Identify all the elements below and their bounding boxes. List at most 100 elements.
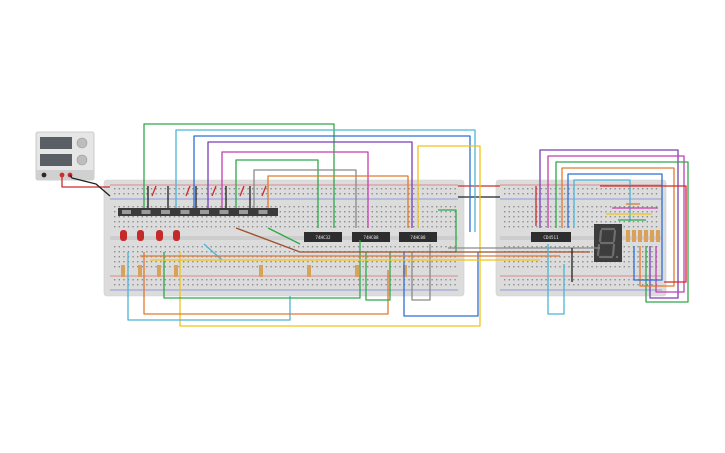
breadboard-hole[interactable] (600, 188, 602, 190)
breadboard-hole[interactable] (279, 279, 281, 281)
breadboard-hole[interactable] (334, 221, 337, 223)
breadboard-hole[interactable] (568, 211, 570, 213)
breadboard-hole[interactable] (160, 261, 162, 263)
breadboard-hole[interactable] (504, 246, 506, 248)
breadboard-hole[interactable] (408, 188, 410, 190)
breadboard-hole[interactable] (385, 256, 387, 258)
breadboard-hole[interactable] (321, 206, 323, 208)
breadboard-hole[interactable] (394, 226, 396, 228)
breadboard-hole[interactable] (628, 246, 630, 248)
breadboard-hole[interactable] (344, 211, 346, 213)
breadboard-hole[interactable] (150, 246, 153, 248)
breadboard-hole[interactable] (371, 256, 373, 258)
breadboard-hole[interactable] (206, 256, 208, 258)
breadboard-hole[interactable] (568, 261, 570, 263)
breadboard-hole[interactable] (600, 279, 602, 281)
breadboard-hole[interactable] (403, 193, 406, 195)
breadboard-hole[interactable] (238, 251, 240, 253)
breadboard-hole[interactable] (247, 188, 249, 190)
breadboard-hole[interactable] (422, 216, 424, 218)
breadboard-hole[interactable] (422, 256, 424, 258)
breadboard-hole[interactable] (155, 251, 157, 253)
breadboard-hole[interactable] (196, 221, 199, 223)
breadboard-hole[interactable] (577, 188, 579, 190)
breadboard-hole[interactable] (137, 226, 139, 228)
breadboard-hole[interactable] (540, 221, 543, 223)
breadboard-hole[interactable] (440, 216, 442, 218)
switch-toggle[interactable] (239, 210, 248, 214)
breadboard-hole[interactable] (596, 284, 598, 286)
breadboard-hole[interactable] (229, 206, 231, 208)
breadboard-hole[interactable] (183, 193, 185, 195)
breadboard-hole[interactable] (426, 211, 429, 213)
breadboard-hole[interactable] (160, 226, 162, 228)
terminal-ground[interactable] (41, 172, 47, 178)
breadboard-hole[interactable] (577, 266, 579, 268)
breadboard-hole[interactable] (632, 221, 635, 223)
breadboard-hole[interactable] (600, 206, 602, 208)
breadboard-hole[interactable] (376, 284, 378, 286)
breadboard-hole[interactable] (426, 261, 429, 263)
breadboard-hole[interactable] (316, 216, 318, 218)
breadboard-hole[interactable] (302, 188, 304, 190)
breadboard-hole[interactable] (586, 226, 589, 228)
breadboard-hole[interactable] (508, 206, 510, 208)
breadboard-hole[interactable] (517, 256, 520, 258)
breadboard-hole[interactable] (545, 246, 547, 248)
breadboard-hole[interactable] (628, 188, 630, 190)
breadboard-hole[interactable] (293, 284, 295, 286)
breadboard-hole[interactable] (242, 251, 245, 253)
breadboard-hole[interactable] (504, 279, 506, 281)
breadboard-hole[interactable] (298, 266, 300, 268)
breadboard-hole[interactable] (353, 221, 355, 223)
breadboard-hole[interactable] (169, 206, 171, 208)
breadboard-hole[interactable] (229, 216, 231, 218)
breadboard-hole[interactable] (422, 193, 424, 195)
breadboard-hole[interactable] (403, 221, 406, 223)
breadboard-hole[interactable] (150, 256, 153, 258)
breadboard-hole[interactable] (436, 206, 438, 208)
breadboard-hole[interactable] (307, 221, 309, 223)
breadboard-hole[interactable] (330, 279, 332, 281)
breadboard-hole[interactable] (321, 279, 323, 281)
breadboard-hole[interactable] (577, 279, 579, 281)
breadboard-hole[interactable] (284, 279, 286, 281)
breadboard-hole[interactable] (288, 188, 291, 190)
breadboard-hole[interactable] (270, 221, 272, 223)
breadboard-hole[interactable] (150, 193, 153, 195)
breadboard-hole[interactable] (173, 206, 176, 208)
breadboard-hole[interactable] (517, 216, 520, 218)
breadboard-hole[interactable] (596, 211, 598, 213)
breadboard-hole[interactable] (141, 193, 143, 195)
breadboard-hole[interactable] (325, 261, 327, 263)
breadboard-hole[interactable] (573, 284, 575, 286)
breadboard-hole[interactable] (385, 193, 387, 195)
breadboard-hole[interactable] (540, 216, 543, 218)
breadboard-hole[interactable] (573, 261, 575, 263)
breadboard-hole[interactable] (160, 279, 162, 281)
breadboard-hole[interactable] (642, 206, 644, 208)
breadboard-hole[interactable] (210, 216, 212, 218)
breadboard-hole[interactable] (270, 279, 272, 281)
breadboard-hole[interactable] (160, 193, 162, 195)
breadboard-hole[interactable] (399, 221, 401, 223)
breadboard-hole[interactable] (605, 193, 607, 195)
breadboard-hole[interactable] (568, 226, 570, 228)
breadboard-hole[interactable] (577, 216, 579, 218)
breadboard-hole[interactable] (454, 284, 456, 286)
breadboard-hole[interactable] (270, 226, 272, 228)
breadboard-hole[interactable] (141, 261, 143, 263)
breadboard-hole[interactable] (591, 279, 593, 281)
breadboard-hole[interactable] (582, 221, 584, 223)
breadboard-hole[interactable] (275, 221, 277, 223)
breadboard-hole[interactable] (623, 246, 625, 248)
breadboard-hole[interactable] (586, 206, 589, 208)
breadboard-hole[interactable] (339, 279, 341, 281)
breadboard-hole[interactable] (545, 261, 547, 263)
breadboard-hole[interactable] (605, 206, 607, 208)
breadboard-hole[interactable] (651, 266, 653, 268)
breadboard-hole[interactable] (293, 261, 295, 263)
breadboard-hole[interactable] (508, 226, 510, 228)
breadboard-hole[interactable] (146, 216, 148, 218)
breadboard-hole[interactable] (344, 226, 346, 228)
